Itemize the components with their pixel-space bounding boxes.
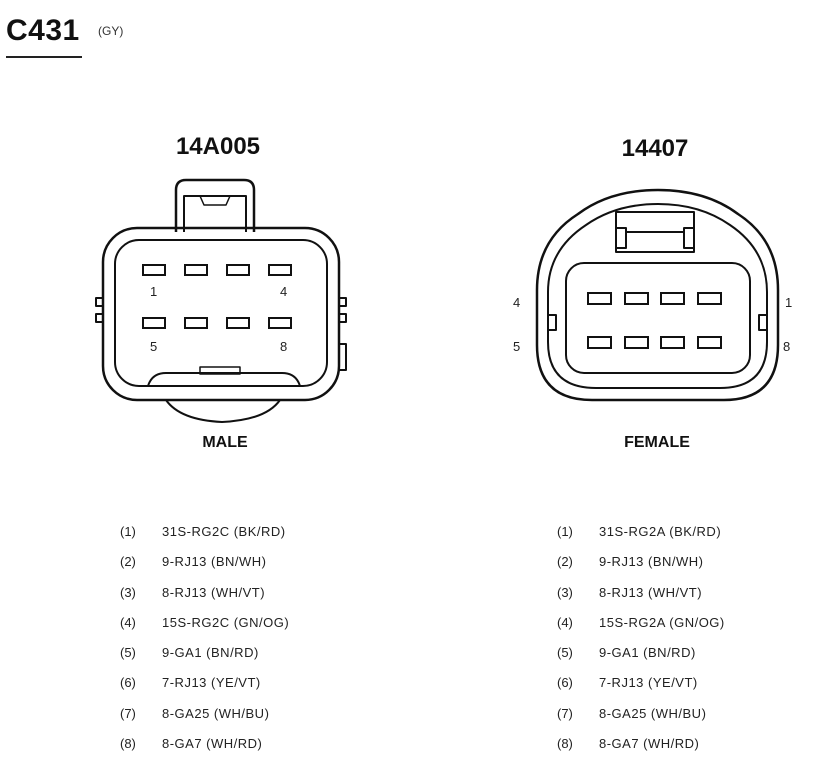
male-cavities [142,264,292,329]
male-pin-row: (1) 31S-RG2C (BK/RD) [120,524,420,554]
male-pin-row: (5) 9-GA1 (BN/RD) [120,645,420,675]
female-pin-circuit: 8-GA25 (WH/BU) [599,705,707,721]
male-pin-circuit: 7-RJ13 (YE/VT) [162,675,261,691]
female-pin-label-8: 8 [783,339,790,354]
female-pin-circuit: 8-GA7 (WH/RD) [599,736,700,752]
connector-color-code: (GY) [98,24,124,38]
male-pin-row: (3) 8-RJ13 (WH/VT) [120,585,420,615]
female-pin-number: (2) [557,554,573,570]
female-cavity-4 [587,292,612,305]
female-cavity-2 [660,292,685,305]
female-part-number: 14407 [621,135,689,162]
male-pin-label-1: 1 [150,284,157,299]
male-pin-row: (4) 15S-RG2C (GN/OG) [120,615,420,645]
female-pin-circuit: 9-RJ13 (BN/WH) [599,554,704,570]
female-pin-number: (5) [557,645,573,661]
female-pin-label-5: 5 [513,339,520,354]
female-pin-row: (4) 15S-RG2A (GN/OG) [557,615,816,645]
female-gender-label: FEMALE [624,434,690,451]
male-pin-circuit: 9-GA1 (BN/RD) [162,645,259,661]
male-cavity-1 [142,264,166,276]
female-cavity-3 [624,292,649,305]
female-pin-row: (8) 8-GA7 (WH/RD) [557,736,816,766]
male-pin-circuit: 15S-RG2C (GN/OG) [162,614,290,630]
male-pin-circuit: 31S-RG2C (BK/RD) [162,524,286,539]
male-pin-label-8: 8 [280,339,287,354]
male-cavity-7 [226,317,250,329]
female-pin-list: (1) 31S-RG2A (BK/RD) (2) 9-RJ13 (BN/WH) (3) 8… [557,524,816,766]
female-pin-number: (8) [557,736,573,752]
female-pin-circuit: 7-RJ13 (YE/VT) [599,675,698,691]
female-pin-circuit: 31S-RG2A (BK/RD) [599,524,722,539]
male-cavity-5 [142,317,166,329]
male-cavity-3 [226,264,250,276]
male-pin-number: (5) [120,645,136,661]
female-cavity-6 [660,336,685,349]
male-pin-row: (6) 7-RJ13 (YE/VT) [120,675,420,705]
male-pin-row: (2) 9-RJ13 (BN/WH) [120,554,420,584]
female-pin-row: (2) 9-RJ13 (BN/WH) [557,554,816,584]
male-pin-number: (1) [120,524,136,539]
female-cavity-8 [587,336,612,349]
female-cavity-1 [697,292,722,305]
female-pin-label-4: 4 [513,295,520,310]
female-pin-row: (6) 7-RJ13 (YE/VT) [557,675,816,705]
male-pin-number: (6) [120,675,136,691]
female-pin-number: (4) [557,614,573,630]
female-pin-number: (7) [557,705,573,721]
male-part-number: 14A005 [175,133,261,160]
male-gender-label: MALE [202,434,248,451]
female-pin-circuit: 15S-RG2A (GN/OG) [599,614,725,630]
female-pin-row: (1) 31S-RG2A (BK/RD) [557,524,816,554]
male-cavity-8 [268,317,292,329]
female-pin-label-1: 1 [785,295,792,310]
male-pin-number: (4) [120,614,136,630]
female-pin-number: (1) [557,524,573,539]
male-pin-number: (3) [120,584,136,600]
male-pin-label-4: 4 [280,284,287,299]
female-cavity-7 [624,336,649,349]
female-cavity-5 [697,336,722,349]
male-pin-circuit: 8-RJ13 (WH/VT) [162,584,266,600]
female-cavities [587,292,722,349]
female-connector-face [535,188,780,402]
female-pin-circuit: 8-RJ13 (WH/VT) [599,584,703,600]
female-pin-circuit: 9-GA1 (BN/RD) [599,645,696,661]
male-cavity-2 [184,264,208,276]
title-underline [6,56,82,58]
male-pin-circuit: 8-GA7 (WH/RD) [162,736,263,752]
male-pin-label-5: 5 [150,339,157,354]
female-pin-row: (5) 9-GA1 (BN/RD) [557,645,816,675]
male-pin-row: (7) 8-GA25 (WH/BU) [120,706,420,736]
female-pin-row: (7) 8-GA25 (WH/BU) [557,706,816,736]
male-cavity-4 [268,264,292,276]
connector-id: C431 [6,14,80,47]
male-pin-circuit: 9-RJ13 (BN/WH) [162,554,267,570]
female-pin-number: (6) [557,675,573,691]
female-pin-row: (3) 8-RJ13 (WH/VT) [557,585,816,615]
male-pin-number: (7) [120,705,136,721]
male-pin-number: (2) [120,554,136,570]
male-cavity-6 [184,317,208,329]
male-pin-list: (1) 31S-RG2C (BK/RD) (2) 9-RJ13 (BN/WH) (3) 8… [120,524,420,766]
male-pin-circuit: 8-GA25 (WH/BU) [162,705,270,721]
male-pin-number: (8) [120,736,136,752]
female-pin-number: (3) [557,584,573,600]
male-pin-row: (8) 8-GA7 (WH/RD) [120,736,420,766]
